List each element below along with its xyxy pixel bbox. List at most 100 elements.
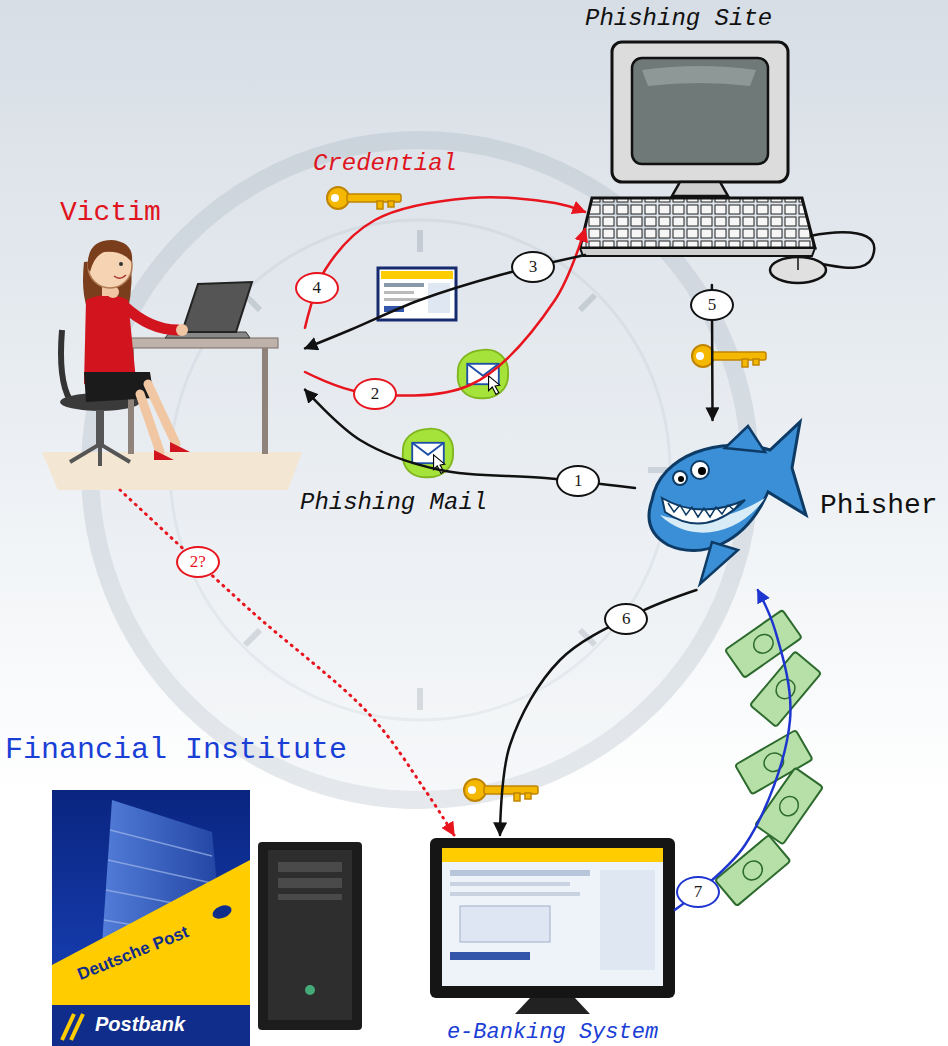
callout-bubble: 6 [604, 603, 648, 635]
victim-illustration [88, 240, 132, 272]
monitor-illustration [442, 848, 663, 862]
money-icon [750, 651, 821, 726]
pc-tower [278, 878, 342, 888]
callout-number: 2 [371, 384, 380, 404]
node-label: Financial Institute [5, 733, 347, 768]
callout-bubble: 1 [556, 465, 600, 497]
flow-arrow [305, 390, 635, 488]
victim-node: Victim [40, 195, 305, 490]
monitor-illustration [450, 882, 570, 886]
money-icon [750, 651, 821, 726]
monitor-illustration [450, 892, 580, 896]
shark-illustration [662, 498, 745, 524]
building-photo [210, 903, 233, 922]
shark-illustration [668, 502, 740, 517]
victim-illustration [119, 262, 123, 266]
victim-illustration [140, 394, 160, 452]
page-icon [384, 291, 414, 294]
monitor-illustration [515, 998, 590, 1014]
callout-bubble: 7 [676, 876, 720, 908]
monitor-illustration [442, 848, 663, 986]
key-icon [327, 187, 401, 209]
building-photo [52, 790, 250, 1046]
money-icon [750, 631, 777, 657]
mail-icon [458, 350, 508, 399]
brand-text: Deutsche Post [75, 922, 192, 984]
pc-tower [278, 862, 342, 872]
victim-illustration [114, 275, 126, 278]
callout-number: 2? [190, 552, 206, 572]
shark-illustration [725, 426, 765, 452]
node-text-group: Financial Institute [5, 733, 347, 768]
money-icon [772, 676, 799, 703]
credential-label: Credential [313, 150, 457, 178]
shark-illustration [649, 422, 806, 551]
victim-illustration [176, 324, 188, 336]
key-icon [692, 345, 766, 367]
shark-illustration [691, 461, 709, 479]
monitor-illustration [430, 838, 675, 998]
victim-illustration [96, 410, 104, 444]
victim-illustration [118, 338, 278, 348]
flow-arrow [500, 590, 696, 835]
dotted-arrow [120, 490, 454, 835]
computer-illustration [642, 66, 756, 86]
shark-illustration [678, 476, 684, 482]
computer-illustration [797, 257, 799, 270]
pc-tower [268, 850, 352, 1020]
shark-illustration [673, 471, 687, 485]
callout-bubble: 2 [353, 378, 397, 410]
ebanking-node: e-Banking System [430, 835, 675, 1045]
pc-tower [258, 842, 362, 1030]
money-icon [776, 793, 802, 820]
key-icon [327, 187, 766, 801]
monitor-illustration [450, 870, 590, 876]
callout-number: 1 [574, 471, 583, 491]
victim-illustration [262, 348, 268, 454]
computer-illustration [580, 248, 815, 256]
pc-tower [278, 894, 342, 900]
building-photo [62, 1014, 83, 1040]
money-icon [715, 835, 790, 906]
callout-bubble: 5 [690, 289, 734, 321]
flow-arrow [675, 590, 790, 910]
connectors [120, 197, 790, 910]
computer-illustration [770, 257, 826, 283]
callout-number: 7 [694, 882, 703, 902]
shark-illustration [700, 542, 738, 584]
phishing-site-node: Phishing Site [585, 5, 885, 285]
building-photo [52, 790, 250, 1046]
victim-illustration [61, 330, 70, 400]
flow-arrow [305, 255, 585, 348]
node-text-group: e-Banking System [430, 1020, 675, 1045]
mail-icon [403, 350, 508, 478]
page-icon [384, 283, 424, 287]
flow-arrow [305, 229, 585, 396]
computer-illustration [612, 42, 788, 182]
callout-number: 4 [312, 278, 321, 298]
callout-bubble: 2? [176, 546, 220, 578]
victim-illustration [70, 444, 130, 466]
flow-arrow [711, 285, 714, 420]
computer-illustration [580, 42, 874, 283]
shark-illustration [660, 498, 765, 533]
phisher-node: Phisher [635, 420, 942, 590]
flow-arrow [305, 197, 585, 328]
victim-illustration [42, 240, 302, 490]
computer-illustration [580, 198, 815, 248]
monitor-illustration [600, 870, 655, 970]
money-icon [715, 835, 790, 906]
node-label: Victim [60, 197, 161, 229]
callout-number: 6 [622, 609, 631, 629]
victim-illustration [182, 282, 252, 332]
callout-number: 3 [529, 257, 538, 277]
victim-illustration [170, 442, 190, 452]
background [0, 0, 948, 800]
institute-node: Financial Institute [5, 733, 400, 1046]
